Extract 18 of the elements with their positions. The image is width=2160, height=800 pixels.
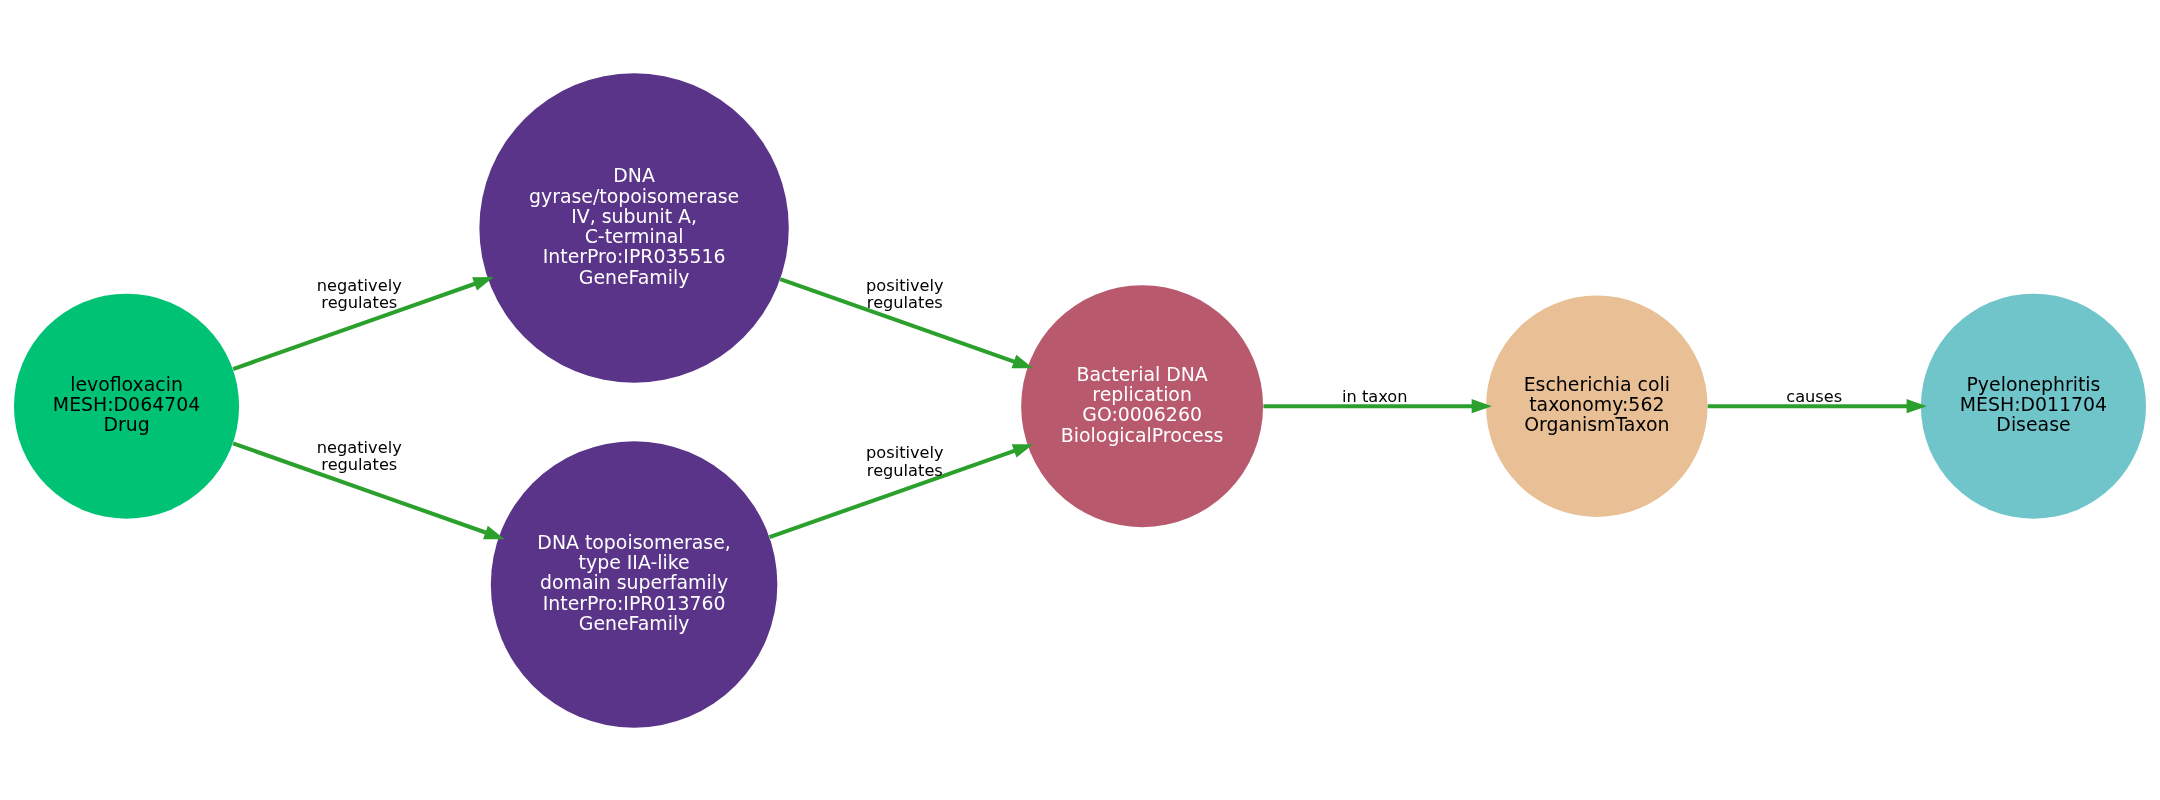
arrow: [232, 440, 505, 539]
node-circle: levofloxacin MESH:D064704 Drug: [13, 293, 240, 519]
edge-label: positively regulates: [866, 275, 944, 312]
arrow: [1263, 398, 1492, 413]
edge-label: in taxon: [1342, 386, 1408, 406]
node-circle: DNA gyrase/topoisomerase IV, subunit A, C-terminal InterPro:IPR035516 GeneFamily: [479, 72, 789, 383]
edge-label: positively regulates: [866, 442, 944, 480]
node-circle: Escherichia coli taxonomy:562 OrganismTaxon: [1486, 294, 1708, 517]
node-circle: Pyelonephritis MESH:D011704 Disease: [1920, 293, 2147, 519]
arrow: [232, 276, 494, 371]
node-circle: Bacterial DNA replication GO:0006260 BiologicalProcess: [1021, 284, 1264, 527]
arrow: [768, 443, 1034, 539]
edge-label: negatively regulates: [316, 437, 402, 474]
edge-label: causes: [1786, 386, 1843, 406]
arrow: [779, 276, 1034, 368]
arrow: [1707, 398, 1927, 413]
edge-label: negatively regulates: [316, 275, 402, 312]
node-circle: DNA topoisomerase, type IIA-like domain superfamily InterPro:IPR013760 GeneFamily: [490, 440, 778, 728]
